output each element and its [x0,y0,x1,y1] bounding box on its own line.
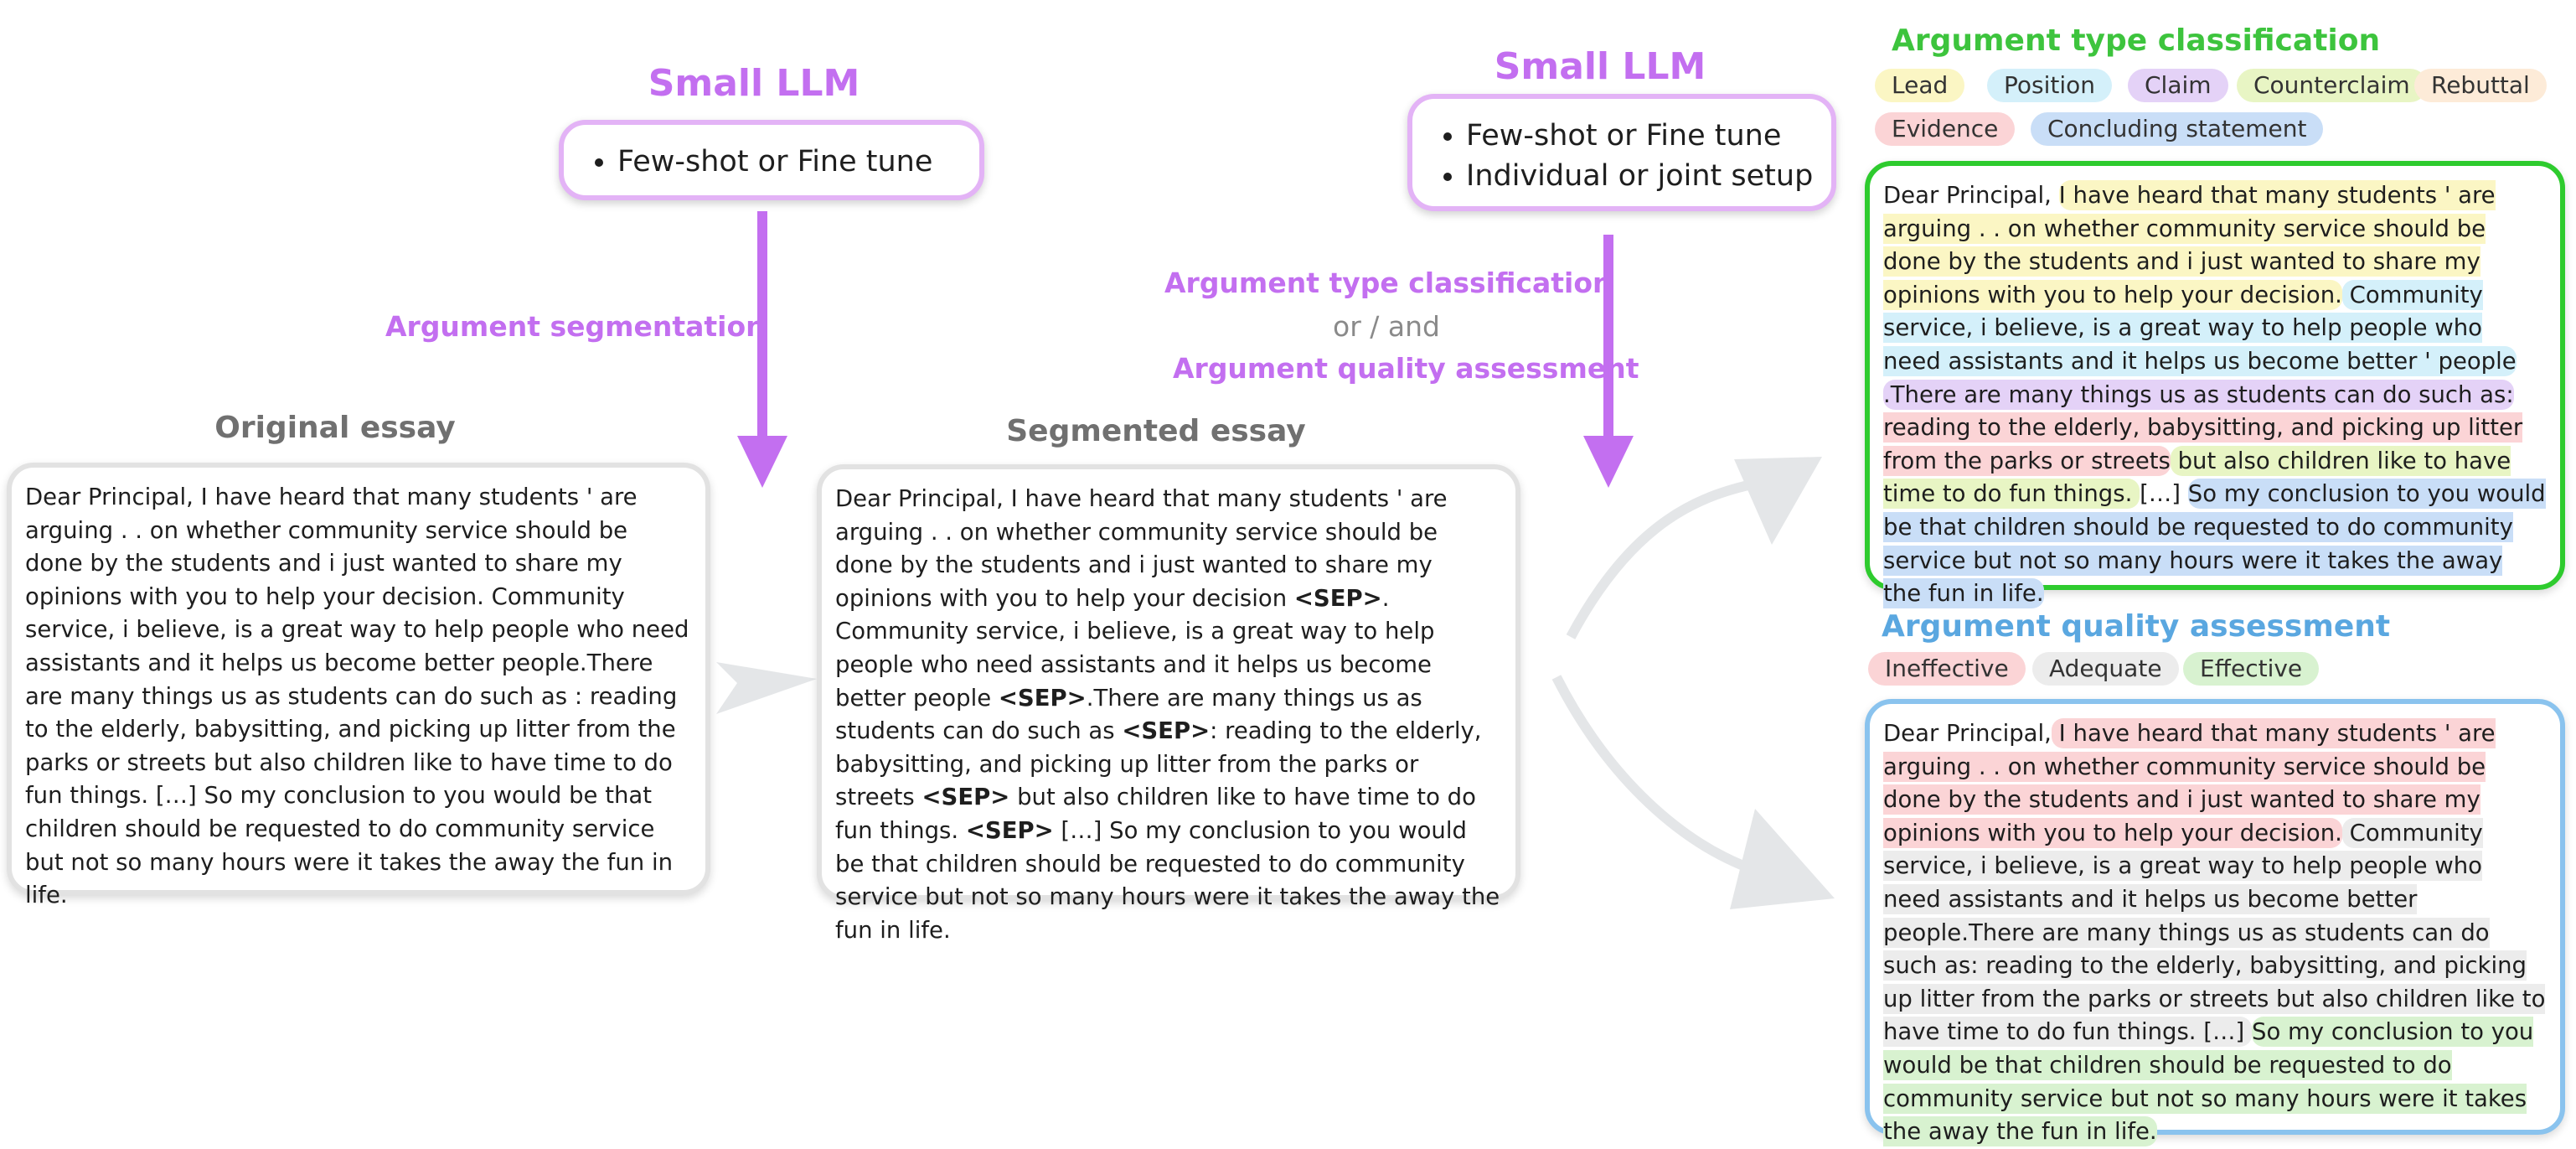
legend-tag-rebuttal: Rebuttal [2414,69,2547,102]
original-essay-title: Original essay [214,411,456,445]
legend-tag-claim: Claim [2128,69,2228,102]
highlighted-segment-position: Community service, i believe, is a great… [1883,279,2517,376]
legend-tag-concluding: Concluding statement [2031,112,2324,146]
segment-text: .There are many things us as students ca… [835,684,1422,745]
legend-tag-position: Position [1987,69,2113,102]
original-essay-box: Dear Principal, I have heard that many s… [7,463,710,908]
right-llm-title: Small LLM [1494,45,1706,88]
segmentation-label: Argument segmentation [385,310,766,343]
flow-arrow-to-quality [1551,675,1761,877]
flow-arrow-original-to-segmented [716,662,817,714]
sep-token: <SEP> [1293,584,1382,612]
left-llm-title: Small LLM [648,62,860,105]
segmented-essay-box: Dear Principal, I have heard that many s… [817,464,1520,944]
classification-output-title: Argument type classification [1892,23,2381,58]
segment-text: but also children like to have time to d… [835,784,1476,844]
segment-text: […] So my conclusion to you would be tha… [835,816,1500,944]
legend-tag-counterclaim: Counterclaim [2237,69,2427,102]
segment-text: . Community service, i believe, is a gre… [835,584,1435,712]
sep-token: <SEP> [921,784,1010,811]
highlighted-segment-adequate: Community service, i believe, is a great… [1883,817,2546,1048]
quality-output-box: Dear Principal, I have heard that many s… [1865,699,2565,1147]
classification-label: Argument type classification [1164,267,1613,299]
sep-token: <SEP> [998,684,1087,712]
legend-tag-adequate: Adequate [2032,652,2179,686]
quality-output-title: Argument quality assessment [1882,609,2391,644]
segment-text: : reading to the elderly, babysitting, a… [835,717,1482,811]
legend-tag-evidence: Evidence [1875,112,2016,146]
quality-legend: Ineffective Adequate Effective [1868,652,2371,689]
flow-arrow-to-classification [1566,477,1765,639]
legend-tag-lead: Lead [1875,69,1965,102]
segment-text: Dear Principal, I have heard that many s… [835,485,1448,612]
classification-output-box: Dear Principal, I have heard that many s… [1865,161,2565,609]
segmented-essay-title: Segmented essay [1006,414,1306,448]
highlighted-segment-none: Dear Principal, [1883,182,2059,209]
highlighted-segment-none: […] [2140,480,2188,508]
right-llm-bullet-2: Individual or joint setup [1466,156,1815,196]
original-essay-text: Dear Principal, I have heard that many s… [25,484,689,909]
segmentation-arrow [737,211,787,488]
left-llm-bullet: Few-shot or Fine tune [617,142,963,182]
flow-arrow-head-classification [1734,457,1822,545]
highlighted-segment-none: Dear Principal, [1883,720,2052,747]
quality-label: Argument quality assessment [1173,352,1639,385]
sep-token: <SEP> [965,816,1054,844]
right-llm-box: Few-shot or Fine tune Individual or join… [1407,94,1836,211]
right-llm-bullet-1: Few-shot or Fine tune [1466,116,1815,156]
highlighted-segment-claim: .There are many things us as students ca… [1883,379,2514,410]
flow-arrow-head-quality [1730,809,1835,909]
or-and-label: or / and [1333,310,1440,343]
left-llm-box: Few-shot or Fine tune [559,120,984,200]
sep-token: <SEP> [1122,717,1211,745]
classification-arrow [1583,235,1634,488]
classification-legend: Lead Position Claim Counterclaim Rebutta… [1875,69,2547,153]
legend-tag-effective: Effective [2183,652,2320,686]
legend-tag-ineffective: Ineffective [1868,652,2026,686]
